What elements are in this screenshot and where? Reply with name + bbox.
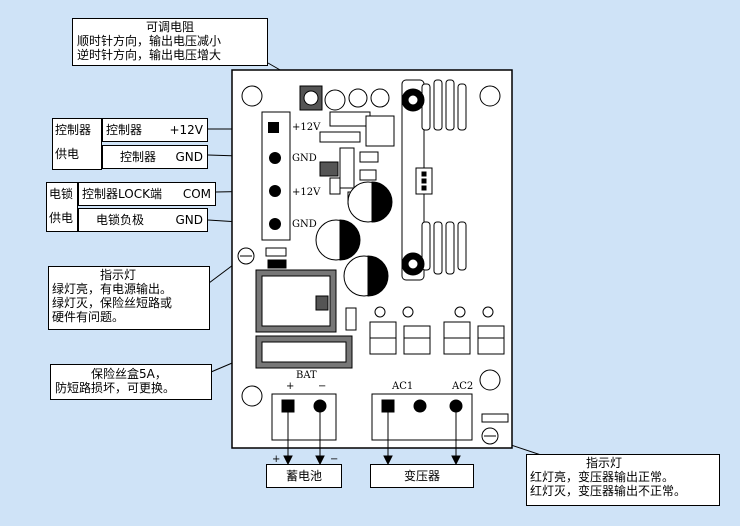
red-led	[481, 413, 509, 445]
bat-label: BAT	[296, 370, 317, 381]
lock-row1-value: COM	[182, 187, 211, 201]
red-indicator-line2: 红灯灭，变压器输出不正常。	[530, 484, 687, 498]
input-terminal-screws	[268, 122, 281, 230]
ac2-label: AC2	[451, 381, 473, 392]
lock-row1-name: 控制器LOCK端	[82, 187, 162, 201]
potentiometer-component	[299, 85, 395, 205]
red-indicator-line1: 红灯亮，变压器输出正常。	[530, 470, 675, 484]
lock-power-group: 电锁 供电	[46, 182, 78, 232]
green-indicator-title: 指示灯	[100, 268, 137, 282]
fuse-holder	[255, 335, 353, 369]
battery-arrow-plus: +	[272, 454, 280, 465]
controller-row2-value: GND	[175, 150, 203, 164]
controller-power-group: 控制器 供电	[52, 118, 102, 170]
potentiometer-annotation: 可调电阻 顺时针方向，输出电压减小 逆时针方向，输出电压增大	[72, 18, 268, 66]
terminal-text-group: +12V GND +12V GND	[292, 122, 321, 230]
controller-row1-value: +12V	[169, 123, 203, 137]
capacitors	[315, 181, 393, 297]
output-wires	[283, 412, 461, 466]
terminal-label-3: +12V	[292, 187, 321, 198]
bat-plus: +	[286, 381, 294, 392]
fuse-line2: 防短路损坏，可更换。	[55, 381, 176, 395]
lock-row-1: 控制器LOCK端 COM	[78, 182, 216, 206]
bat-minus: −	[318, 381, 326, 392]
lock-group-b: 供电	[49, 211, 74, 225]
red-indicator-annotation: 指示灯 红灯亮，变压器输出正常。 红灯灭，变压器输出不正常。	[526, 454, 720, 506]
potentiometer-title: 可调电阻	[145, 20, 194, 34]
lock-row2-value: GND	[175, 213, 203, 227]
rectifier-diodes	[369, 306, 505, 355]
controller-group-b: 供电	[55, 147, 80, 161]
mounting-holes	[241, 85, 501, 407]
controller-row2-name: 控制器	[120, 150, 157, 164]
battery-label: 蓄电池	[266, 464, 342, 488]
red-indicator-title: 指示灯	[586, 456, 623, 470]
potentiometer-line2: 逆时针方向，输出电压增大	[77, 48, 222, 62]
green-led	[237, 247, 287, 269]
lock-row-2: 电锁负极 GND	[78, 208, 208, 232]
green-indicator-line2: 绿灯灭，保险丝短路或	[52, 296, 173, 310]
heatsink	[401, 79, 467, 281]
input-terminal-block	[261, 111, 291, 241]
controller-group-a: 控制器	[55, 123, 92, 137]
transformer-label: 变压器	[370, 464, 474, 488]
terminal-label-4: GND	[292, 219, 317, 230]
battery-terminal	[271, 393, 337, 441]
ac-terminal	[371, 393, 473, 441]
green-indicator-line3: 硬件有问题。	[52, 310, 125, 324]
fuse-line1: 保险丝盒5A，	[91, 367, 167, 381]
fuse-annotation: 保险丝盒5A， 防短路损坏，可更换。	[50, 364, 212, 400]
lock-group-a: 电锁	[49, 187, 74, 201]
green-indicator-annotation: 指示灯 绿灯亮，有电源输出。 绿灯灭，保险丝短路或 硬件有问题。	[48, 266, 210, 330]
battery-arrow-minus: −	[330, 454, 338, 465]
lock-row2-name: 电锁负极	[96, 213, 145, 227]
relay	[255, 269, 357, 333]
terminal-label-1: +12V	[292, 122, 321, 133]
controller-row-1: 控制器 +12V	[102, 118, 208, 142]
potentiometer-line1: 顺时针方向，输出电压减小	[77, 34, 222, 48]
controller-row-2: 控制器 GND	[102, 145, 208, 169]
terminal-label-2: GND	[292, 153, 317, 164]
controller-row1-name: 控制器	[106, 123, 143, 137]
ac1-label: AC1	[391, 381, 413, 392]
green-indicator-line1: 绿灯亮，有电源输出。	[52, 282, 173, 296]
